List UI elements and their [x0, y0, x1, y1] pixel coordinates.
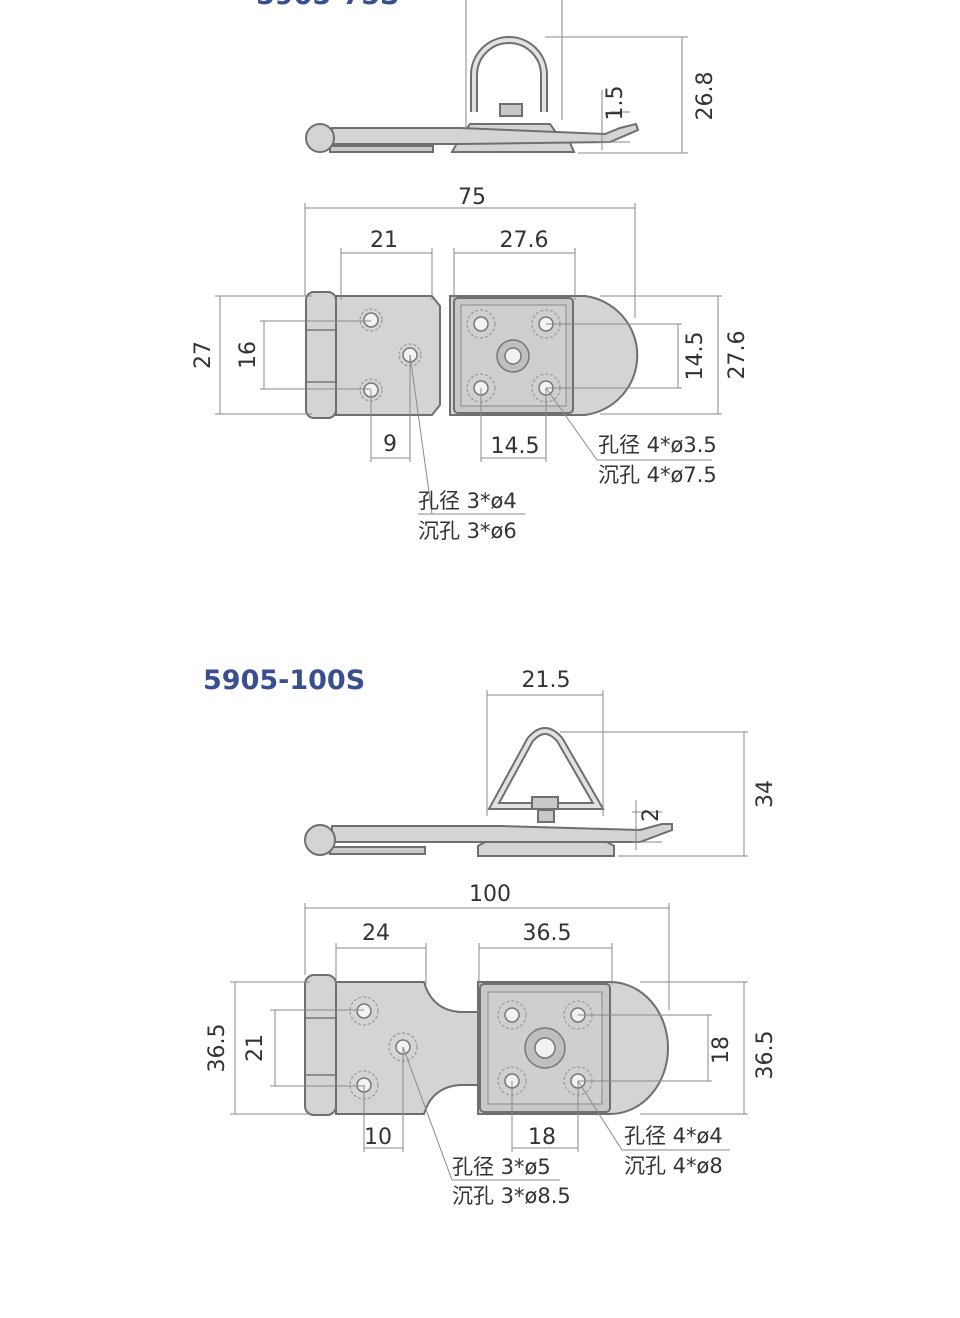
plan-dims-top: 75 21 27.6 27 16 27.6 14.5 9 14.5	[191, 185, 750, 543]
side-dims-top: 1.5 26.8	[465, 0, 718, 154]
note-plate-holes-top: 孔径 4*ø3.5	[598, 433, 717, 457]
dim-right-width-bottom: 36.5	[753, 1031, 778, 1080]
dim-height-bottom: 34	[753, 780, 778, 808]
note-hinge-countersink-bottom: 沉孔 3*ø8.5	[452, 1184, 571, 1208]
dim-staple-plate-top: 27.6	[500, 228, 549, 253]
hinge-hole	[363, 312, 379, 328]
note-hinge-countersink-top: 沉孔 3*ø6	[418, 519, 517, 543]
note-hinge-holes-bottom: 孔径 3*ø5	[452, 1155, 551, 1179]
dim-hinge-hole-spacing-top: 16	[236, 341, 261, 369]
plan-dims-bottom: 100 24 36.5 36.5 21 36.5 18 10 18	[205, 882, 778, 1208]
hinge-knuckle-top	[305, 291, 337, 419]
dim-ring-width-bottom: 21.5	[522, 668, 571, 693]
side-view-bottom	[304, 727, 673, 857]
staple-ring-bottom	[487, 727, 605, 810]
dim-plate-hole-v-bottom: 18	[709, 1036, 734, 1064]
note-hinge-holes-top: 孔径 3*ø4	[418, 489, 517, 513]
dim-right-width-top: 27.6	[725, 331, 750, 380]
side-view-top	[305, 36, 640, 153]
plate-hole	[504, 1007, 520, 1023]
dim-height-top: 26.8	[693, 72, 718, 121]
plate-hole	[473, 316, 489, 332]
dim-staple-plate-bottom: 36.5	[523, 921, 572, 946]
dim-plate-hole-v-top: 14.5	[683, 332, 708, 381]
hasp-leaf-side-top	[331, 122, 640, 145]
dim-plate-hole-h-top: 14.5	[491, 434, 540, 459]
note-plate-holes-bottom: 孔径 4*ø4	[624, 1124, 723, 1148]
note-plate-countersink-top: 沉孔 4*ø7.5	[598, 463, 717, 487]
plan-view-bottom	[304, 974, 669, 1116]
note-plate-countersink-bottom: 沉孔 4*ø8	[624, 1154, 723, 1178]
dim-plate-hole-h-bottom: 18	[528, 1125, 556, 1150]
hinge-knuckle-side-bottom	[304, 824, 336, 856]
hinge-leaf-side-top	[329, 145, 434, 153]
hasp-leaf-side-bottom	[331, 823, 673, 843]
dim-hole-offset-bottom: 10	[364, 1125, 392, 1150]
dim-overall-width-top: 27	[191, 341, 216, 369]
dim-total-length-top: 75	[458, 185, 486, 210]
ring-mount-top	[499, 103, 523, 117]
ring-mount-bottom	[537, 809, 555, 823]
hinge-leaf-top	[335, 295, 441, 416]
side-dims-bottom: 21.5 2 34	[486, 668, 778, 857]
hinge-knuckle-bottom	[304, 974, 337, 1116]
hinge-leaf-side-bottom	[329, 846, 426, 855]
hinge-knuckle-side-top	[305, 123, 335, 153]
dim-hinge-leaf-top: 21	[370, 228, 398, 253]
plan-view-top	[305, 291, 639, 419]
dim-thickness-top: 1.5	[603, 86, 628, 121]
dim-thickness-bottom: 2	[639, 808, 664, 822]
dim-hinge-hole-spacing-bottom: 21	[243, 1034, 268, 1062]
dim-hinge-leaf-bottom: 24	[362, 921, 390, 946]
hinge-hole	[356, 1003, 372, 1019]
dim-overall-width-bottom: 36.5	[205, 1024, 230, 1073]
model-label-bottom: 5905-100S	[203, 665, 365, 696]
dim-total-length-bottom: 100	[469, 882, 511, 907]
dim-hole-offset-top: 9	[383, 432, 397, 457]
model-label-top: 5905-75S	[256, 0, 399, 11]
